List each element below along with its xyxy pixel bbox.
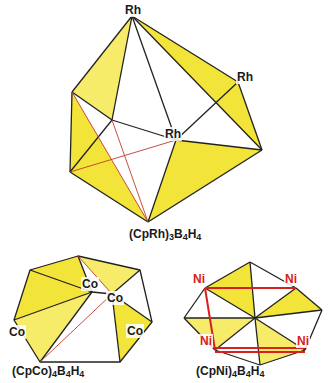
metal-label: Rh — [236, 70, 254, 84]
formula-caption: (CpNi)4B4H4 — [196, 364, 264, 378]
metal-label: Ni — [296, 334, 310, 348]
metal-label: Ni — [199, 334, 213, 348]
metal-label: Ni — [284, 272, 298, 286]
metal-label: Co — [126, 324, 144, 338]
metal-label: Co — [106, 291, 124, 305]
metal-label: Co — [81, 277, 99, 291]
formula-caption: (CpRh)3B4H4 — [129, 227, 201, 241]
metal-label: Rh — [164, 127, 182, 141]
metal-label: Co — [8, 325, 26, 339]
formula-caption: (CpCo)4B4H4 — [12, 364, 84, 378]
metal-label: Rh — [124, 3, 142, 17]
metal-label: Ni — [192, 272, 206, 286]
